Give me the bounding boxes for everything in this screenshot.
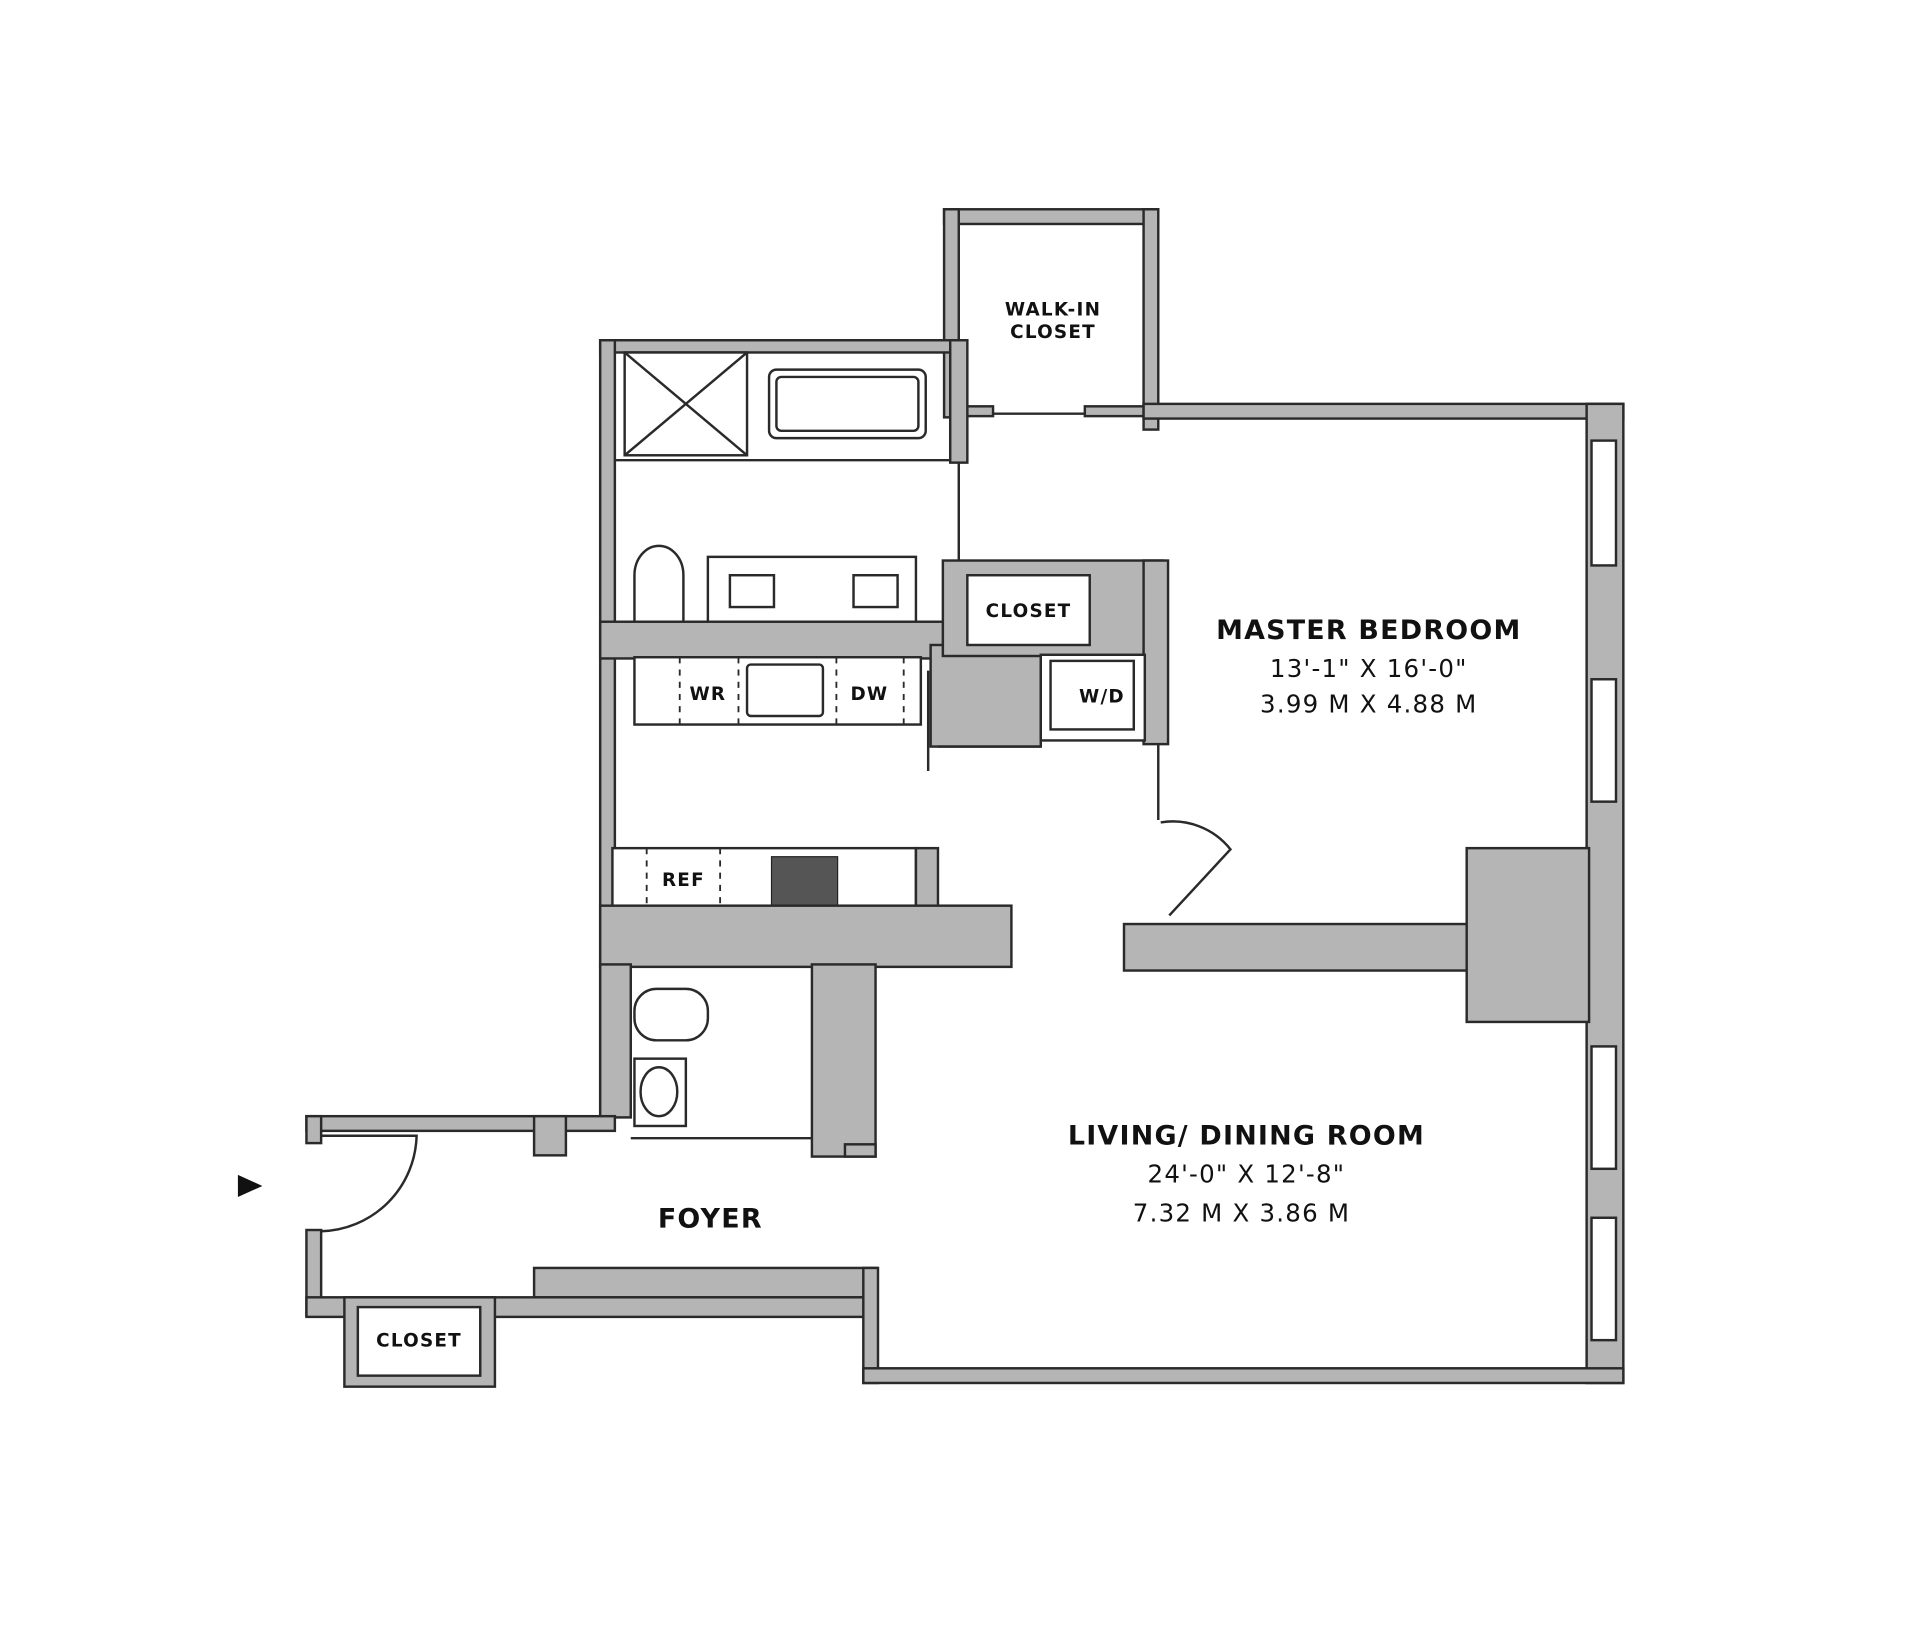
foyer-closet <box>356 1305 482 1377</box>
bedroom-closet <box>966 574 1091 647</box>
kitchen <box>611 656 940 917</box>
walk-in-closet-label-2: CLOSET <box>1010 322 1096 343</box>
bedroom-closet-label: CLOSET <box>986 601 1072 622</box>
toilet <box>633 544 685 623</box>
bedroom-door-swing <box>1160 820 1233 917</box>
wine-refrigerator-label: WR <box>689 684 726 705</box>
master-bedroom-metric: 3.99 M X 4.88 M <box>1260 689 1477 718</box>
refrigerator-label: REF <box>662 870 705 891</box>
foyer-closet-label: CLOSET <box>376 1330 462 1351</box>
kitchen-sink <box>745 663 825 718</box>
washer-dryer-label: W/D <box>1079 687 1125 708</box>
living-dining-metric: 7.32 M X 3.86 M <box>1133 1198 1350 1227</box>
entry-arrow-icon <box>237 1174 263 1197</box>
cooktop <box>770 856 839 909</box>
master-bedroom-name: MASTER BEDROOM <box>1216 615 1521 646</box>
living-dining-name: LIVING/ DINING ROOM <box>1068 1120 1425 1151</box>
dishwasher-label: DW <box>850 684 888 705</box>
living-dining-imperial: 24'-0" X 12'-8" <box>1148 1159 1346 1188</box>
master-bedroom-imperial: 13'-1" X 16'-0" <box>1270 654 1468 683</box>
foyer-label: FOYER <box>658 1204 763 1235</box>
entry-door-swing <box>321 1134 418 1233</box>
walk-in-closet-label: WALK-IN <box>1005 300 1101 321</box>
powder-toilet <box>633 987 710 1042</box>
windows <box>1590 439 1618 1342</box>
